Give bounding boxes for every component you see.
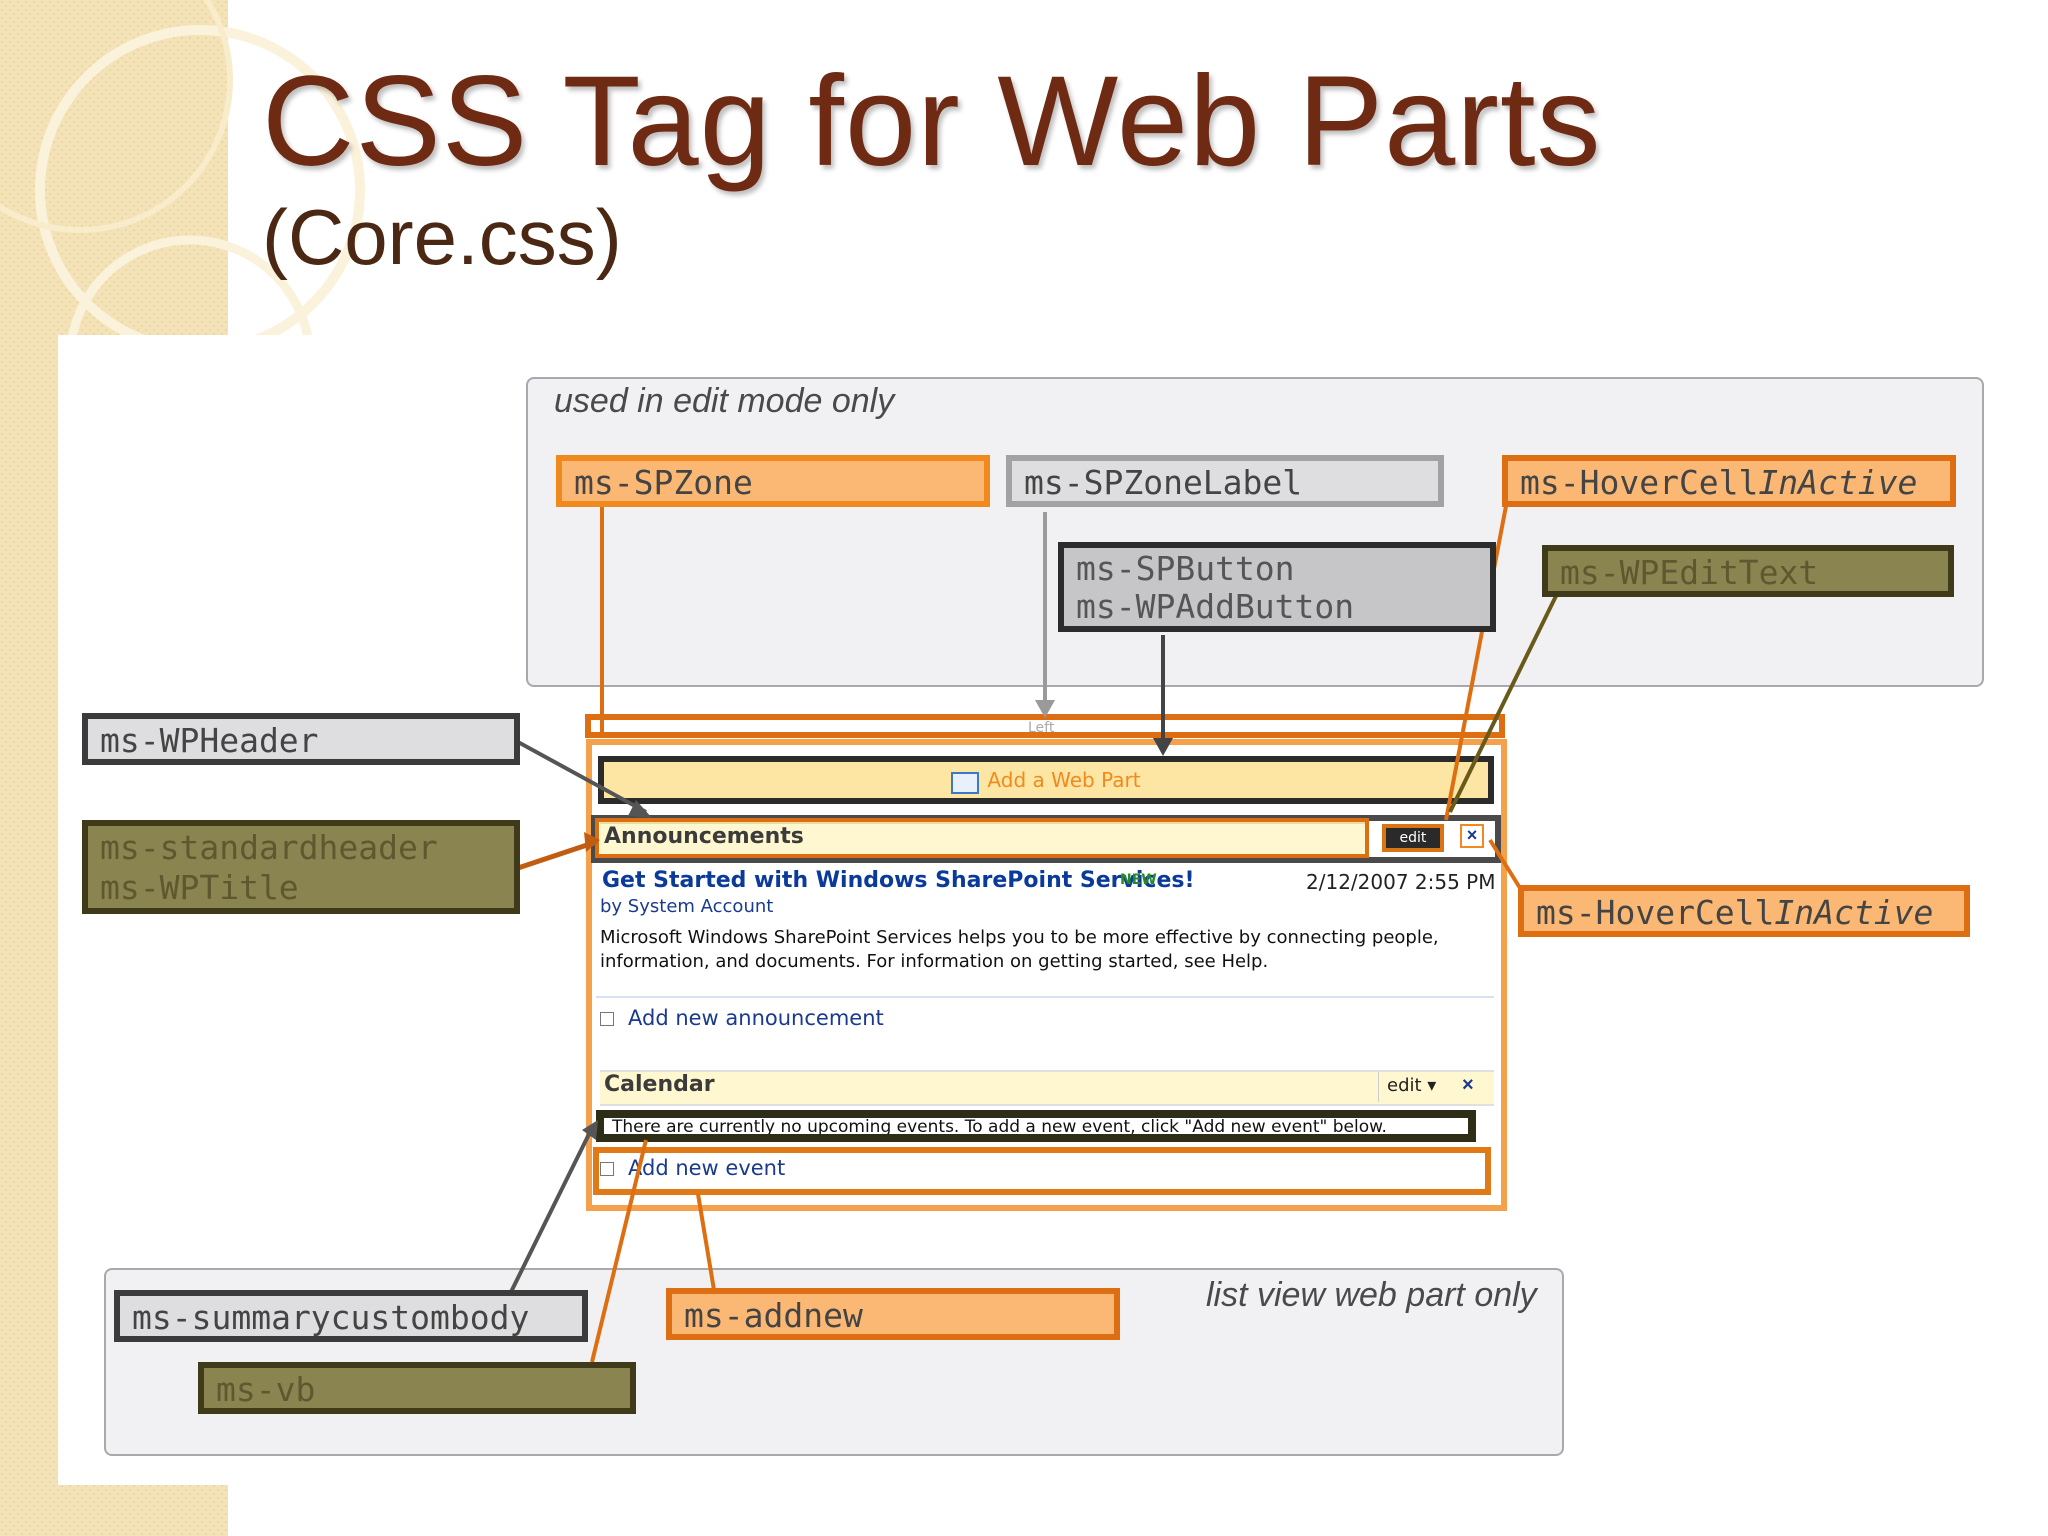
tag-standardheader-line2: ms-WPTitle	[100, 868, 299, 907]
tag-ms-hovercellinactive-top: ms-HoverCellInActive	[1502, 455, 1956, 507]
calendar-title[interactable]: Calendar	[604, 1072, 715, 1097]
tag-ms-summarycustombody: ms-summarycustombody	[114, 1290, 588, 1342]
new-badge: NEW	[1120, 872, 1157, 888]
tag-ms-wpheader: ms-WPHeader	[82, 713, 520, 765]
calendar-edit-button[interactable]: edit ▾	[1378, 1072, 1444, 1102]
tag-hovercell-prefix: ms-HoverCell	[1520, 463, 1759, 502]
add-new-announcement-label: Add new announcement	[628, 1006, 884, 1030]
announcement-item-title[interactable]: Get Started with Windows SharePoint Serv…	[602, 868, 1195, 893]
tag-spbutton-line2: ms-WPAddButton	[1076, 587, 1355, 626]
announcement-author: by System Account	[600, 896, 774, 917]
list-view-label: list view web part only	[1206, 1276, 1537, 1314]
bullet-icon	[600, 1162, 614, 1176]
announcement-date: 2/12/2007 2:55 PM	[1306, 870, 1496, 894]
announcements-close-icon[interactable]: ×	[1460, 824, 1484, 848]
announcements-edit-button[interactable]: edit	[1382, 824, 1444, 852]
edit-mode-label: used in edit mode only	[554, 382, 895, 420]
add-web-part-label: Add a Web Part	[987, 768, 1141, 792]
zone-label-text: Left	[1028, 720, 1055, 736]
calendar-header	[600, 1070, 1494, 1106]
announcements-title[interactable]: Announcements	[604, 824, 804, 849]
tag-ms-spzonelabel: ms-SPZoneLabel	[1006, 455, 1444, 507]
add-new-event-label: Add new event	[628, 1156, 786, 1180]
tag-ms-wpedittext: ms-WPEditText	[1542, 545, 1954, 597]
add-new-event-link[interactable]: Add new event	[600, 1156, 785, 1180]
tag-standardheader-line1: ms-standardheader	[100, 828, 438, 867]
tag-ms-hovercellinactive-right: ms-HoverCellInActive	[1518, 885, 1970, 937]
slide-subtitle: (Core.css)	[262, 193, 622, 281]
bullet-icon	[600, 1012, 614, 1026]
edit-mode-group	[526, 377, 1984, 687]
add-web-part-button[interactable]: Add a Web Part	[598, 756, 1494, 804]
calendar-empty-message: There are currently no upcoming events. …	[596, 1110, 1476, 1142]
tag-spbutton-line1: ms-SPButton	[1076, 549, 1295, 588]
tag-ms-vb: ms-vb	[198, 1362, 636, 1414]
tag-ms-spzone: ms-SPZone	[556, 455, 990, 507]
add-new-announcement-link[interactable]: Add new announcement	[600, 1006, 884, 1030]
announcement-body: Microsoft Windows SharePoint Services he…	[600, 927, 1439, 972]
tag-hovercell-prefix: ms-HoverCell	[1536, 893, 1775, 932]
divider	[596, 996, 1494, 998]
calendar-close-icon[interactable]: ×	[1462, 1074, 1474, 1096]
tag-hovercell-italic: InActive	[1774, 893, 1934, 932]
tag-ms-addnew: ms-addnew	[666, 1288, 1120, 1340]
tag-hovercell-italic: InActive	[1758, 463, 1918, 502]
add-web-part-icon	[951, 771, 980, 794]
slide-title: CSS Tag for Web Parts	[262, 50, 1602, 193]
